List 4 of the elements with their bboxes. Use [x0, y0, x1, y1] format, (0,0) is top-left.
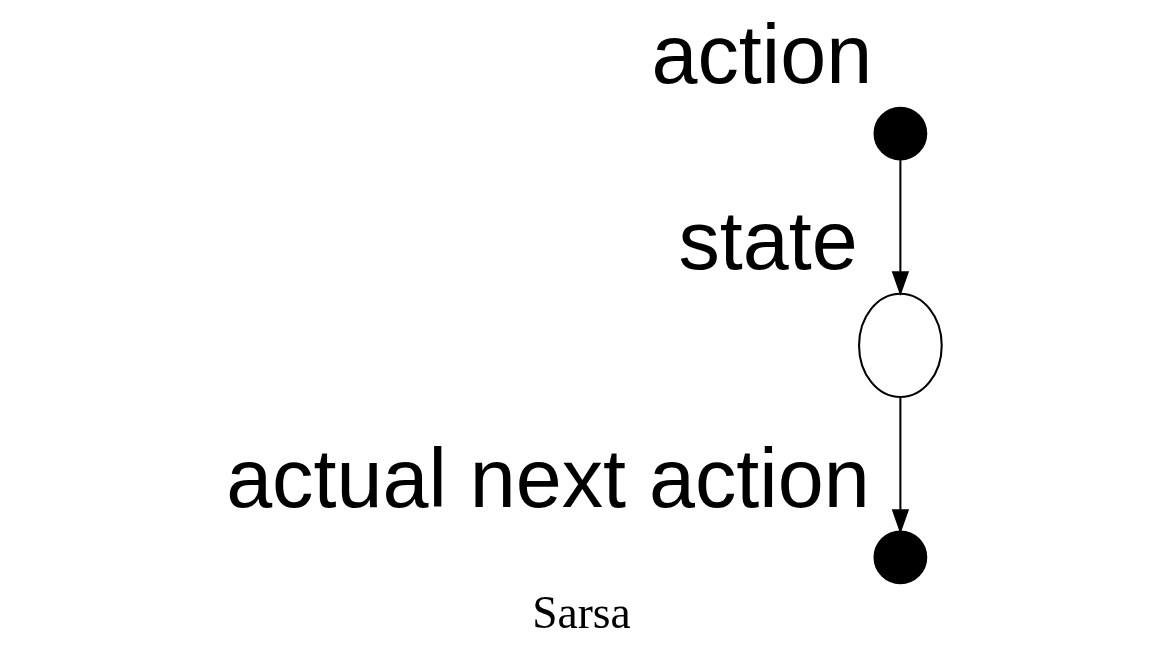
node-label: action: [651, 7, 872, 101]
node-label: state: [677, 193, 858, 287]
caption: Sarsa: [531, 586, 631, 638]
node-label: actual next action: [225, 431, 870, 525]
